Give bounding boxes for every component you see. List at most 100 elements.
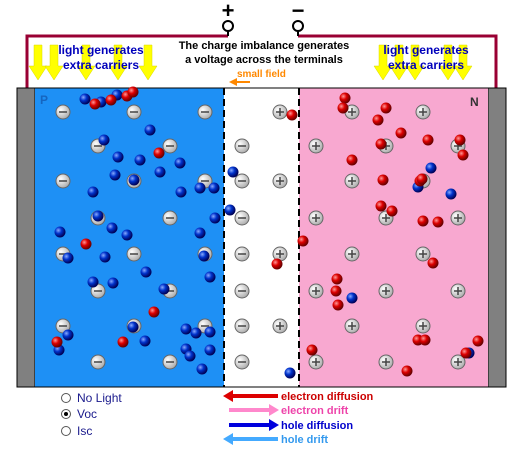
hole-carrier-35 <box>190 327 202 339</box>
electron-25 <box>375 200 387 212</box>
legend-electron-drift-label: electron drift <box>281 405 349 417</box>
hole-carrier-8 <box>87 186 99 198</box>
electron-27 <box>417 215 429 227</box>
n-region <box>299 88 488 387</box>
hole-carrier-43 <box>425 162 437 174</box>
electron-15 <box>372 114 384 126</box>
electron-4 <box>153 147 165 159</box>
electron-30 <box>331 273 343 285</box>
electron-20 <box>375 138 387 150</box>
right-light-label-line1: light generates <box>383 43 469 57</box>
positive-terminal-label: + <box>222 0 235 23</box>
legend-hole-diffusion-label: hole diffusion <box>281 420 353 432</box>
acceptor-ion-5 <box>55 173 71 189</box>
hole-carrier-10 <box>128 174 140 186</box>
p-region-label: P <box>40 93 48 107</box>
hole-carrier-32 <box>127 321 139 333</box>
hole-carrier-40 <box>196 363 208 375</box>
electron-12 <box>339 92 351 104</box>
hole-carrier-38 <box>184 350 196 362</box>
light-arrow-1 <box>44 44 64 81</box>
electron-0 <box>89 98 101 110</box>
hole-carrier-23 <box>140 266 152 278</box>
p-contact <box>16 87 36 388</box>
hole-carrier-19 <box>121 229 133 241</box>
acceptor-ion-49 <box>234 318 250 334</box>
hole-carrier-33 <box>139 335 151 347</box>
legend-hole-drift-label: hole drift <box>281 434 328 446</box>
negative-terminal-label: − <box>292 0 305 23</box>
donor-ion-20 <box>272 104 288 120</box>
electron-17 <box>422 134 434 146</box>
hole-carrier-17 <box>106 222 118 234</box>
electron-14 <box>380 102 392 114</box>
hole-carrier-44 <box>445 188 457 200</box>
light-arrow-6 <box>389 44 409 81</box>
circuit-wire <box>25 34 498 88</box>
donor-ion-26 <box>272 173 288 189</box>
legend-hole-diffusion <box>229 419 279 431</box>
electron-29 <box>427 257 439 269</box>
light-arrows <box>28 44 473 81</box>
electron-31 <box>330 285 342 297</box>
electron-24 <box>416 173 428 185</box>
donor-ion-22 <box>415 104 431 120</box>
donor-ion-39 <box>344 318 360 334</box>
donor-ion-37 <box>450 283 466 299</box>
acceptor-ion-50 <box>234 354 250 370</box>
hole-carrier-25 <box>198 250 210 262</box>
electron-7 <box>51 336 63 348</box>
electron-5 <box>80 238 92 250</box>
mobile-carriers <box>51 86 484 379</box>
hole-carrier-15 <box>209 212 221 224</box>
radio-isc[interactable]: Isc <box>61 423 92 438</box>
donor-ion-34 <box>415 246 431 262</box>
donor-ion-40 <box>415 318 431 334</box>
electron-6 <box>148 306 160 318</box>
acceptor-ion-2 <box>197 104 213 120</box>
light-arrow-9 <box>453 44 473 81</box>
hole-carrier-24 <box>194 227 206 239</box>
electron-38 <box>460 347 472 359</box>
left-light-label-line1: light generates <box>58 43 144 57</box>
donor-ion-42 <box>378 354 394 370</box>
hole-carrier-13 <box>194 182 206 194</box>
acceptor-ion-1 <box>126 104 142 120</box>
acceptor-ion-48 <box>234 283 250 299</box>
hole-carrier-36 <box>204 326 216 338</box>
legend-electron-diffusion <box>223 390 278 402</box>
electron-10 <box>297 235 309 247</box>
n-region-label: N <box>470 95 479 109</box>
donor-ion-33 <box>344 246 360 262</box>
radio-voc-button[interactable] <box>61 408 71 419</box>
radio-no-light[interactable]: No Light <box>61 390 122 405</box>
hole-carrier-39 <box>204 344 216 356</box>
electron-3 <box>127 86 139 98</box>
radio-voc-label: Voc <box>77 406 98 421</box>
hole-carrier-30 <box>62 329 74 341</box>
positive-terminal <box>222 20 234 32</box>
electron-34 <box>419 334 431 346</box>
imbalance-label-line2: a voltage across the terminals <box>185 54 343 66</box>
electron-1 <box>105 94 117 106</box>
hole-carrier-22 <box>99 251 111 263</box>
hole-carrier-4 <box>112 151 124 163</box>
legend-hole-drift <box>223 433 278 445</box>
donor-ion-29 <box>308 210 324 226</box>
light-arrow-5 <box>373 44 393 81</box>
hole-carrier-41 <box>284 367 296 379</box>
donor-ion-43 <box>450 354 466 370</box>
acceptor-ion-4 <box>162 138 178 154</box>
radio-voc[interactable]: Voc <box>61 406 97 421</box>
radio-isc-button[interactable] <box>61 425 71 436</box>
radio-no-light-button[interactable] <box>61 392 71 403</box>
negative-terminal <box>292 20 304 32</box>
donor-ion-21 <box>344 104 360 120</box>
hole-carrier-26 <box>204 271 216 283</box>
donor-ion-31 <box>450 210 466 226</box>
hole-carrier-14 <box>208 182 220 194</box>
light-arrow-8 <box>438 44 458 81</box>
hole-carrier-28 <box>107 277 119 289</box>
hole-carrier-29 <box>158 283 170 295</box>
donor-ion-38 <box>272 318 288 334</box>
